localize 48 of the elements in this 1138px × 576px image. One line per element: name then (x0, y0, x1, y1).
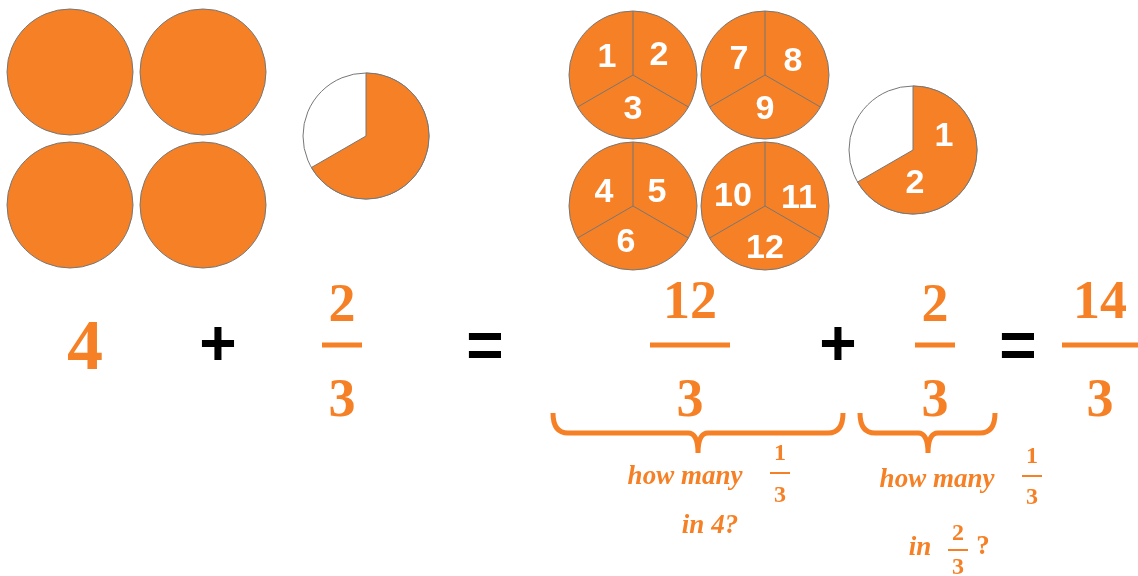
sector-number: 5 (647, 173, 667, 207)
sector-number: 3 (623, 90, 643, 124)
numerator: 2 (921, 276, 949, 330)
thirds-circle (567, 140, 699, 272)
numerator: 1 (1026, 443, 1038, 467)
denominator: 3 (774, 482, 786, 506)
sector-number: 11 (781, 179, 817, 213)
numerator: 12 (663, 273, 717, 327)
sector-number: 9 (755, 90, 775, 124)
thirds-circle (699, 140, 831, 272)
denominator: 3 (952, 554, 964, 576)
thirds-circle (567, 9, 699, 141)
sector-number: 4 (594, 173, 614, 207)
sector-number: 1 (934, 117, 954, 151)
denominator: 3 (676, 371, 704, 425)
question-text: in 4? (681, 510, 739, 538)
whole-number: 4 (67, 309, 103, 381)
sector-number: 8 (783, 42, 803, 76)
whole-circle (5, 140, 135, 270)
sector-number: 6 (616, 223, 636, 257)
numerator: 14 (1073, 273, 1127, 327)
sector-number: 12 (746, 229, 784, 263)
two-thirds-circle (847, 84, 979, 216)
sector-number: 2 (905, 164, 925, 198)
question-text: in (908, 532, 932, 560)
numerator: 1 (774, 440, 786, 464)
question-text: how many (627, 461, 743, 489)
two-thirds-circle (301, 71, 431, 201)
whole-circle (5, 7, 135, 137)
whole-circle (138, 7, 268, 137)
sector-number: 1 (597, 38, 617, 72)
equals-sign: = (466, 313, 504, 377)
sector-number: 10 (714, 177, 752, 211)
denominator: 3 (1026, 484, 1038, 508)
numerator: 2 (952, 520, 964, 544)
plus-sign: + (199, 311, 237, 375)
sector-number: 7 (729, 40, 749, 74)
denominator: 3 (1086, 371, 1114, 425)
denominator: 3 (921, 371, 949, 425)
question-mark: ? (976, 531, 990, 559)
sector-number: 2 (649, 36, 669, 70)
whole-circle (138, 140, 268, 270)
numerator: 2 (328, 276, 356, 330)
question-text: how many (879, 464, 995, 492)
denominator: 3 (328, 371, 356, 425)
thirds-circle (699, 9, 831, 141)
plus-sign: + (819, 311, 857, 375)
equals-sign: = (999, 313, 1037, 377)
